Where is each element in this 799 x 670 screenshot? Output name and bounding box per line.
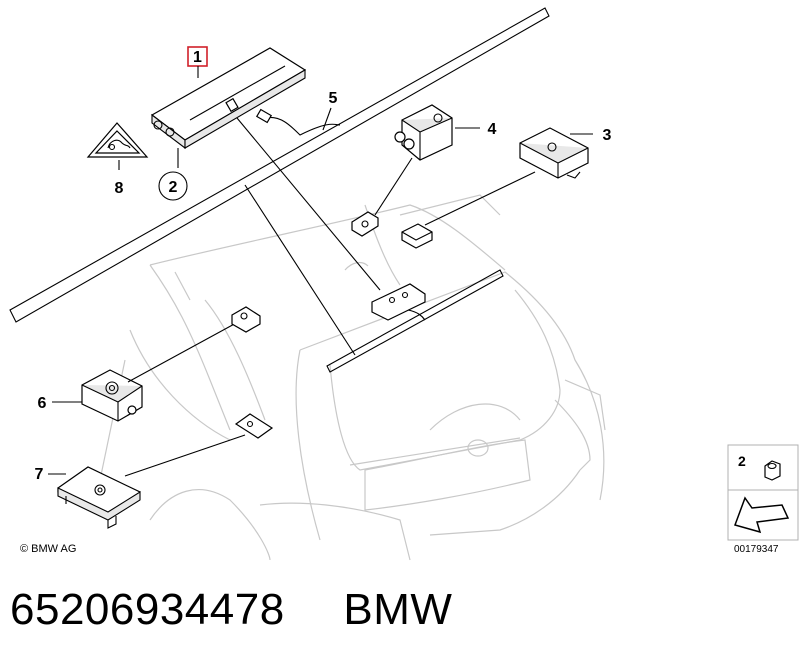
amplifier-module-part xyxy=(394,104,453,161)
callout-8: 8 xyxy=(115,180,124,197)
warning-triangle-icon xyxy=(86,122,149,158)
nut-icon xyxy=(764,460,781,481)
small-mount-part xyxy=(234,413,274,439)
copyright-text: © BMW AG xyxy=(20,543,76,555)
legend-panel: 2 00179347 xyxy=(727,444,799,555)
callout-7: 7 xyxy=(35,466,44,483)
car-outline xyxy=(99,194,606,561)
callout-1: 1 xyxy=(193,49,202,66)
rear-window-seal xyxy=(326,269,504,373)
rear-spoiler-strip xyxy=(9,7,550,323)
part-number: 65206934478 xyxy=(10,585,285,634)
callout-2: 2 xyxy=(169,179,178,196)
connector-bracket-part xyxy=(351,211,379,237)
callout-4: 4 xyxy=(488,121,497,138)
brand-name: BMW xyxy=(343,585,453,634)
bracket-plate-part xyxy=(57,466,141,529)
tuner-module-part xyxy=(81,369,143,422)
mounting-clip-part xyxy=(231,306,261,333)
antenna-amplifier-part xyxy=(150,47,341,150)
module-block-part xyxy=(519,127,589,179)
callout-2-circle xyxy=(158,171,188,201)
callout-6: 6 xyxy=(38,395,47,412)
rear-window-bracket-part xyxy=(371,283,426,321)
callout-3: 3 xyxy=(603,127,612,144)
legend-number: 2 xyxy=(738,453,746,469)
arrow-icon xyxy=(734,496,790,534)
callout-5: 5 xyxy=(329,90,338,107)
part-number-caption: 65206934478 BMW xyxy=(10,585,452,641)
plug-connector-part xyxy=(401,223,433,249)
legend-reference: 00179347 xyxy=(734,544,779,555)
